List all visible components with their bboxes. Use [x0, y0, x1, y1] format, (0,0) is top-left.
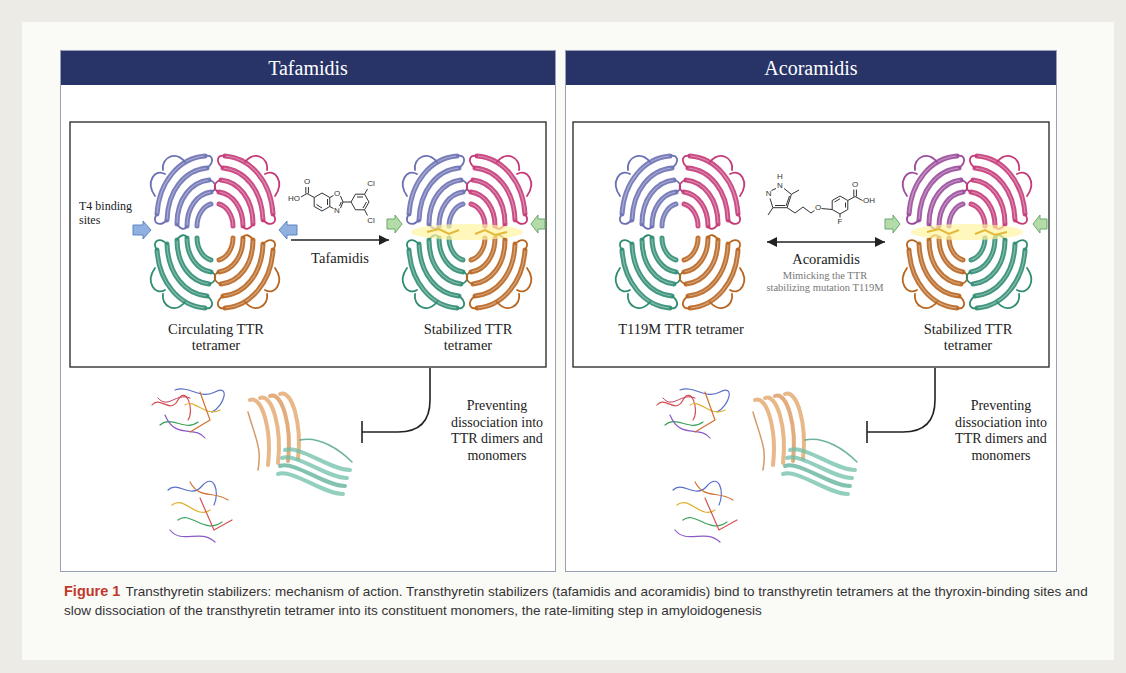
illustration-part — [867, 368, 935, 443]
illustration-part — [768, 190, 799, 215]
annotation-text: Mimicking the TTR stabilizing mutation T… — [765, 270, 885, 294]
illustration-part — [215, 235, 279, 308]
figure-number: Figure 1 — [64, 583, 120, 599]
illustration-part — [427, 229, 507, 235]
illustration-part — [357, 197, 367, 208]
illustration-part — [403, 156, 467, 229]
panel-title: Tafamidis — [268, 56, 348, 80]
illustration-part — [911, 224, 1023, 240]
illustration-part — [787, 207, 814, 213]
illustration-part — [317, 199, 328, 208]
panel-box: Tafamidis T4 binding sitesCirculating TTR… — [60, 50, 556, 572]
illustration-part — [351, 194, 369, 210]
atom-symbol: HO — [288, 195, 300, 203]
ttr-tetramer — [151, 156, 279, 309]
tafamidis-structure — [301, 187, 369, 216]
figure-label: Stabilized TTR tetramer — [903, 321, 1033, 353]
header-bar: Tafamidis — [61, 51, 555, 85]
annotation-text: Preventing dissociation into TTR dimers … — [947, 398, 1055, 464]
atom-symbol: O — [334, 190, 340, 198]
protein-figure: Stabilized TTR tetramer — [389, 141, 547, 356]
illustration-part — [967, 235, 1031, 308]
figure-label: Circulating TTR tetramer — [151, 321, 281, 353]
atom-symbol: F — [838, 218, 843, 226]
atom-symbol: Cl — [367, 180, 375, 188]
illustration-part — [680, 235, 744, 308]
header-bar: Acoramidis — [566, 51, 1056, 85]
inner-frame — [573, 122, 1049, 367]
figure-label: T119M TTR tetramer — [616, 321, 746, 337]
illustration-part — [616, 156, 680, 229]
protein-figure: T4 binding sitesCirculating TTR tetramer — [77, 141, 291, 356]
illustration-part — [657, 389, 857, 542]
inner-frame — [70, 122, 546, 367]
illustration-part — [314, 193, 330, 211]
protein-figure: Stabilized TTR tetramer — [885, 141, 1049, 356]
stabilized-tetramer — [903, 156, 1031, 309]
arrow-label: Tafamidis — [311, 250, 369, 266]
illustration-part — [467, 156, 531, 229]
illustration-part — [680, 156, 744, 229]
atom-symbol: O — [852, 181, 858, 189]
binding-site-arrow — [885, 215, 900, 233]
atom-symbol: O — [304, 178, 310, 186]
figure-label: Stabilized TTR tetramer — [403, 321, 533, 353]
atom-symbol: H — [777, 173, 783, 181]
illustration-part — [832, 196, 848, 214]
illustration-part — [411, 224, 523, 240]
illustration-part — [151, 156, 215, 229]
illustration-part — [903, 156, 967, 229]
figure-card — [22, 22, 1114, 660]
binding-site-arrow — [1033, 215, 1047, 233]
binding-site-arrow — [387, 215, 402, 233]
atom-symbol: N — [777, 182, 783, 190]
illustration-part — [362, 368, 430, 443]
reaction-arrow — [767, 241, 885, 243]
illustration-part — [301, 187, 314, 198]
atom-symbol: OH — [863, 197, 875, 205]
stabilized-tetramer — [403, 156, 531, 309]
illustration-part — [152, 389, 352, 542]
illustration-part — [616, 235, 680, 308]
illustration-part — [967, 156, 1031, 229]
arrow-label: Acoramidis — [792, 251, 860, 267]
panel-ground — [60, 50, 556, 572]
binding-site-arrow — [133, 221, 151, 239]
illustration-part — [151, 235, 215, 308]
caption-text: Transthyretin stabilizers: mechanism of … — [64, 584, 1088, 618]
atom-symbol: O — [815, 204, 821, 212]
atom-symbol: N — [334, 207, 340, 215]
illustration-part — [822, 209, 833, 210]
reaction-arrow — [291, 239, 389, 241]
illustration-part — [840, 214, 841, 218]
panel-title: Acoramidis — [764, 56, 857, 80]
ttr-tetramer — [616, 156, 744, 309]
site-label: T4 binding sites — [79, 199, 139, 227]
illustration-part — [848, 190, 863, 201]
panel-box: AcoramidisT119M TTR tetramer Stabilized T… — [565, 50, 1057, 572]
illustration-part — [343, 202, 351, 203]
atom-symbol: Cl — [367, 217, 375, 225]
atom-symbol: N — [766, 190, 772, 198]
illustration-part — [403, 235, 467, 308]
illustration-part — [467, 235, 531, 308]
illustration-part — [927, 229, 1007, 235]
figure-caption: Figure 1Transthyretin stabilizers: mecha… — [64, 582, 1109, 620]
protein-figure: T119M TTR tetramer — [589, 141, 767, 356]
acoramidis-structure — [768, 189, 863, 218]
panel-ground — [565, 50, 1057, 572]
annotation-text: Preventing dissociation into TTR dimers … — [442, 398, 552, 464]
illustration-part — [215, 156, 279, 229]
illustration-part — [835, 199, 846, 208]
binding-site-arrow — [279, 221, 297, 239]
illustration-part — [903, 235, 967, 308]
binding-site-arrow — [531, 215, 545, 233]
illustration-part — [770, 189, 791, 208]
illustration-part — [365, 189, 368, 216]
